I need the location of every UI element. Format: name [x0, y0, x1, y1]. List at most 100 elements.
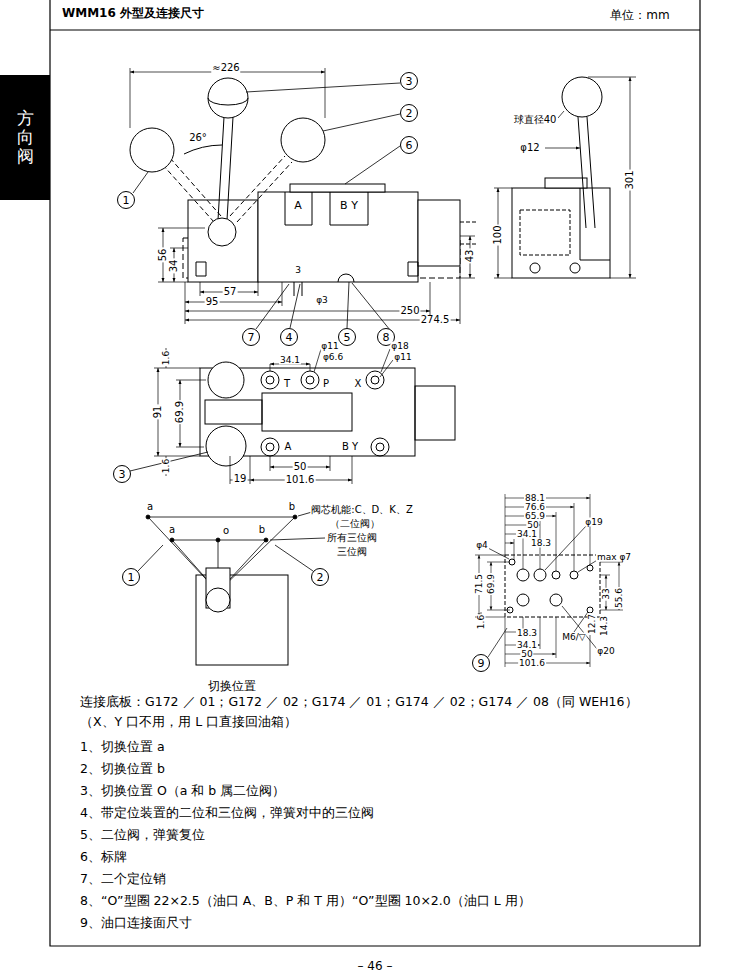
callout-text: 8 — [383, 332, 390, 343]
side-view — [520, 210, 570, 255]
top-view — [301, 371, 319, 389]
dimension-label: 55.6 — [615, 587, 624, 609]
dimension-label: φ12 — [519, 143, 540, 153]
top-view — [371, 376, 379, 384]
top-view — [208, 362, 244, 398]
note-text: 5、二位阀，弹簧复位 — [80, 825, 670, 845]
switch-diagram — [138, 512, 325, 665]
dimension-label: φ3 — [315, 296, 329, 305]
dimension-label: 34.1 — [516, 530, 538, 539]
port-pattern — [517, 594, 529, 606]
dimension-label: 12.7 — [588, 613, 597, 635]
dimension-lines — [154, 368, 206, 456]
dimension-label: ≈226 — [211, 63, 240, 73]
dimension-label: a — [146, 502, 154, 512]
front-view — [418, 200, 460, 266]
dimension-label: B Y — [341, 442, 359, 452]
switch-diagram — [293, 515, 297, 519]
dimension-lines — [130, 68, 325, 128]
dimension-label: o — [222, 526, 230, 536]
note-text: 6、标牌 — [80, 847, 670, 867]
dimension-lines — [494, 77, 636, 278]
callout-number: 2 — [311, 568, 329, 586]
dimension-label: b — [258, 525, 266, 535]
switch-diagram — [216, 538, 220, 542]
front-view — [290, 184, 385, 192]
top-view — [261, 371, 279, 389]
dimension-label: 101.6 — [518, 659, 546, 668]
top-view — [371, 438, 389, 456]
callout-number: 2 — [400, 104, 418, 122]
side-view — [545, 178, 587, 188]
dimension-label: 34.1 — [279, 356, 301, 365]
dimension-lines — [185, 266, 460, 324]
dimension-label: T — [283, 379, 291, 389]
dimension-label: A — [293, 200, 303, 211]
switch-diagram — [146, 515, 150, 519]
dimension-lines — [545, 148, 580, 149]
dimension-label: b — [288, 502, 296, 512]
port-pattern — [570, 571, 578, 579]
dimension-label: A — [284, 442, 293, 452]
dimension-label: P — [322, 379, 330, 389]
callout-text: 6 — [406, 140, 413, 151]
callout-number: 4 — [280, 328, 298, 346]
port-pattern — [505, 555, 600, 617]
dimension-label: 19 — [233, 474, 248, 484]
side-view — [578, 117, 595, 228]
dimension-label: 18.3 — [516, 629, 538, 638]
leader-line — [133, 83, 400, 193]
switch-diagram — [206, 588, 230, 612]
dimension-label: 250 — [399, 306, 420, 316]
front-view — [196, 262, 418, 276]
dimension-label: 三位阀 — [336, 547, 368, 557]
dimension-lines — [314, 349, 393, 377]
dimension-label: 34.1 — [516, 641, 538, 650]
dimension-label: φ4 — [475, 541, 489, 550]
dimension-lines — [158, 228, 205, 282]
side-view — [512, 188, 610, 278]
callout-number: 1 — [122, 568, 140, 586]
callout-text: 9 — [478, 658, 485, 669]
dimension-lines — [185, 311, 430, 312]
dimension-label: （二位阀） — [329, 519, 381, 529]
dimension-label: 91 — [153, 405, 163, 420]
side-tab: 方向阀 — [0, 75, 50, 200]
dimension-label: φ6.6 — [322, 353, 344, 362]
dimension-lines — [588, 77, 636, 278]
top-view — [261, 438, 279, 456]
port-pattern — [505, 555, 600, 617]
dimension-label: 33 — [602, 587, 611, 600]
port-pattern — [552, 571, 560, 579]
dimension-label: 单位：mm — [609, 9, 670, 21]
dimension-label: 1.6 — [162, 350, 171, 366]
front-view — [281, 118, 325, 162]
dimension-label: max φ7 — [596, 553, 632, 562]
front-view — [208, 98, 248, 105]
top-view — [205, 400, 262, 424]
leader-line — [488, 525, 599, 657]
leader-line — [256, 282, 390, 330]
dimension-label: 切换位置 — [207, 680, 257, 692]
front-view — [130, 128, 174, 172]
port-pattern — [534, 569, 546, 581]
callout-text: 5 — [344, 332, 351, 343]
switch-diagram — [148, 517, 295, 540]
dimension-label: M6/▽ — [561, 633, 586, 642]
dimension-lines — [494, 188, 512, 278]
dimension-label: 50 — [520, 650, 533, 659]
dimension-label: 69.9 — [487, 573, 496, 595]
dimension-label: 69.9 — [175, 400, 185, 424]
switch-diagram — [270, 512, 325, 540]
dimension-label: 301 — [625, 169, 635, 190]
front-view — [162, 158, 221, 222]
dimension-lines — [505, 543, 514, 544]
callout-text: 1 — [123, 195, 130, 206]
front-view — [338, 274, 354, 282]
dimension-lines — [558, 111, 564, 118]
dimension-label: 88.1 — [524, 494, 546, 503]
dimension-label: 阀芯机能:C、D、K、Z — [310, 505, 413, 515]
note-text: 2、切换位置 b — [80, 759, 670, 779]
dimension-lines — [270, 364, 310, 371]
front-view — [208, 218, 236, 246]
